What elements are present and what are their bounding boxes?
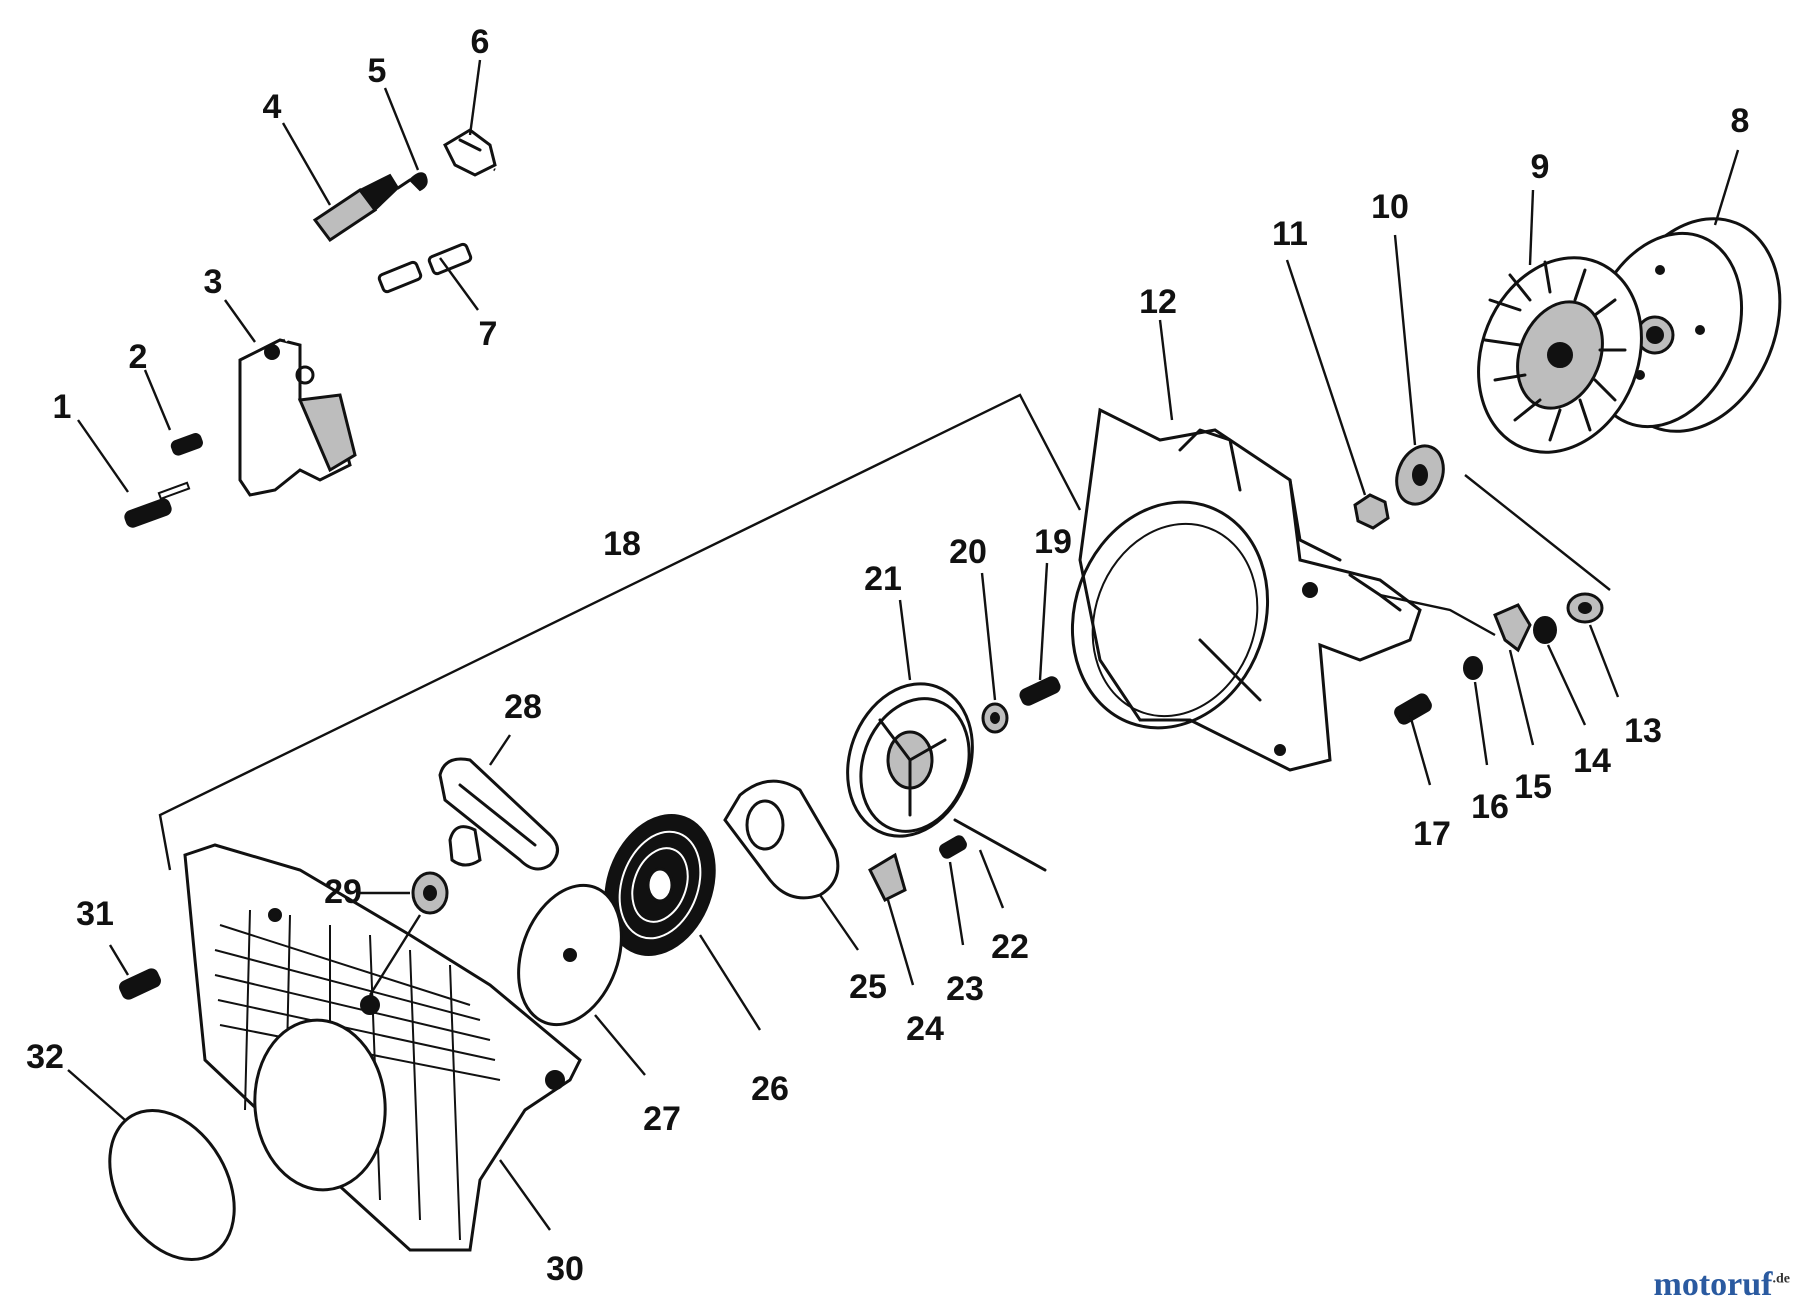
- part-11-nut: [1353, 493, 1390, 530]
- part-number-12: 12: [1139, 283, 1177, 321]
- part-number-8: 8: [1731, 102, 1750, 140]
- part-5-spring: [408, 172, 428, 192]
- part-number-labels: 1 2 3 4 5 6 7 8 9 10 11 12 13 14 15 16 1…: [26, 23, 1749, 1288]
- part-26-rewind-spring: [604, 814, 716, 956]
- part-27-plate: [517, 883, 623, 1027]
- part-number-21: 21: [864, 560, 902, 598]
- part-24-pawl: [868, 852, 907, 903]
- part-28-starter-handle: [438, 757, 559, 871]
- part-number-5: 5: [368, 52, 387, 90]
- part-number-13: 13: [1624, 712, 1662, 750]
- part-number-20: 20: [949, 533, 987, 571]
- part-9-flywheel: [1477, 256, 1643, 454]
- part-number-6: 6: [471, 23, 490, 61]
- part-number-28: 28: [504, 688, 542, 726]
- watermark-name: motoruf: [1653, 1266, 1773, 1303]
- part-13-nut: [1566, 592, 1604, 624]
- part-3-ignition-coil: [238, 338, 357, 497]
- part-number-10: 10: [1371, 188, 1409, 226]
- part-number-2: 2: [129, 338, 148, 376]
- part-number-11: 11: [1272, 215, 1308, 253]
- part-number-17: 17: [1413, 815, 1451, 853]
- part-21-rope-pulley: [846, 682, 974, 838]
- part-number-31: 31: [76, 895, 114, 933]
- part-number-3: 3: [204, 263, 223, 301]
- part-25-spring-cover: [723, 779, 840, 900]
- part-number-9: 9: [1531, 148, 1550, 186]
- part-32-seal-ring: [108, 1108, 236, 1262]
- part-number-15: 15: [1514, 768, 1552, 806]
- part-number-14: 14: [1573, 742, 1611, 780]
- part-number-1: 1: [53, 388, 72, 426]
- part-number-7: 7: [479, 315, 498, 353]
- watermark-tld: .de: [1772, 1271, 1791, 1287]
- part-number-23: 23: [946, 970, 984, 1008]
- part-1-screw: [124, 481, 191, 528]
- part-number-32: 32: [26, 1038, 64, 1076]
- part-17-screw: [1394, 693, 1432, 725]
- part-6-plug-boot: [443, 128, 497, 177]
- part-number-30: 30: [546, 1250, 584, 1288]
- part-31-screw: [119, 968, 161, 1000]
- watermark-logo: motoruf.de: [1654, 1266, 1790, 1304]
- part-2-screw: [170, 433, 203, 456]
- part-16-washer: [1463, 656, 1483, 680]
- part-29-nut: [411, 871, 449, 915]
- part-number-22: 22: [991, 928, 1029, 966]
- part-number-25: 25: [849, 968, 887, 1006]
- part-number-29: 29: [324, 873, 362, 911]
- part-number-18: 18: [603, 525, 641, 563]
- part-number-19: 19: [1034, 523, 1072, 561]
- part-14-washer: [1533, 616, 1557, 644]
- part-19-screw: [1019, 676, 1061, 706]
- part-4-spark-plug: [312, 173, 412, 243]
- part-7-ignition-lead: [283, 167, 514, 342]
- part-number-16: 16: [1471, 788, 1509, 826]
- part-number-27: 27: [643, 1100, 681, 1138]
- parts-drawings: [108, 128, 1782, 1262]
- part-12-fan-housing: [1070, 407, 1422, 772]
- part-number-24: 24: [906, 1010, 944, 1048]
- part-15-pawl: [1493, 603, 1532, 653]
- part-30-starter-cover: [183, 843, 582, 1252]
- part-20-washer: [981, 702, 1009, 734]
- part-22-starter-rope: [953, 818, 1047, 872]
- part-10-washer: [1395, 444, 1445, 506]
- leader-lines: [67, 59, 1740, 1231]
- part-number-26: 26: [751, 1070, 789, 1108]
- part-number-4: 4: [263, 88, 282, 126]
- part-23-screw: [939, 835, 967, 859]
